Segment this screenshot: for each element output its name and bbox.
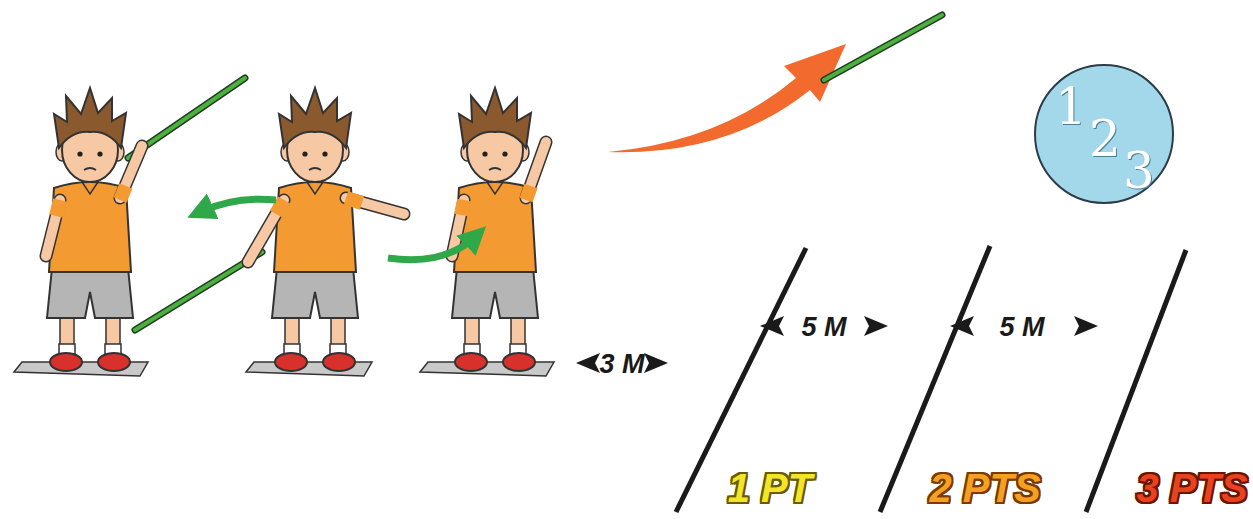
motion-arrow bbox=[200, 199, 276, 212]
thrower-figure bbox=[452, 88, 546, 371]
dimension-label: 3 M bbox=[599, 351, 644, 378]
dimension-label: 5 M bbox=[999, 314, 1044, 341]
zone-points: 3 PTS bbox=[1136, 468, 1247, 508]
thrower-figure bbox=[120, 186, 126, 200]
score-number: 2 bbox=[1089, 114, 1121, 164]
thrower-figure bbox=[248, 200, 284, 262]
zone-points: 1 PT bbox=[728, 468, 812, 508]
motion-arrow bbox=[200, 199, 476, 259]
thrower-figure bbox=[526, 186, 531, 200]
zone-line bbox=[676, 246, 1186, 512]
thrower-figure bbox=[276, 200, 284, 214]
thrower-figure bbox=[47, 88, 133, 371]
thrower-figure bbox=[346, 198, 404, 214]
thrower-figure bbox=[56, 200, 60, 216]
score-number: 3 bbox=[1123, 146, 1155, 196]
zone-points: 2 PTS bbox=[929, 468, 1040, 508]
javelin bbox=[824, 15, 942, 80]
motion-arrow bbox=[388, 236, 476, 260]
thrower-figure bbox=[248, 200, 284, 262]
thrower-figure bbox=[46, 200, 60, 256]
dimension-arrow bbox=[576, 353, 600, 373]
thrower-figure bbox=[461, 200, 464, 215]
javelin bbox=[824, 15, 942, 80]
thrower-figure bbox=[46, 200, 60, 256]
dimension-arrow bbox=[644, 353, 668, 373]
dimension-arrow bbox=[760, 316, 784, 336]
thrower-figure bbox=[346, 198, 362, 203]
thrower-figure bbox=[135, 88, 404, 371]
thrower-figure bbox=[452, 88, 538, 371]
javelin bbox=[824, 15, 942, 80]
dimension-label: 5 M bbox=[801, 314, 846, 341]
score-circle: 123 bbox=[1033, 63, 1175, 205]
score-number: 1 bbox=[1055, 82, 1087, 132]
dimension-arrow bbox=[950, 316, 974, 336]
dimension-arrow bbox=[1074, 316, 1098, 336]
circle-shape bbox=[1035, 65, 1173, 203]
dimension-arrow bbox=[864, 316, 888, 336]
thrower-figure bbox=[272, 88, 358, 371]
thrower-figure bbox=[346, 198, 404, 214]
flight-arrow bbox=[608, 44, 846, 152]
flight-arrow bbox=[608, 44, 846, 152]
